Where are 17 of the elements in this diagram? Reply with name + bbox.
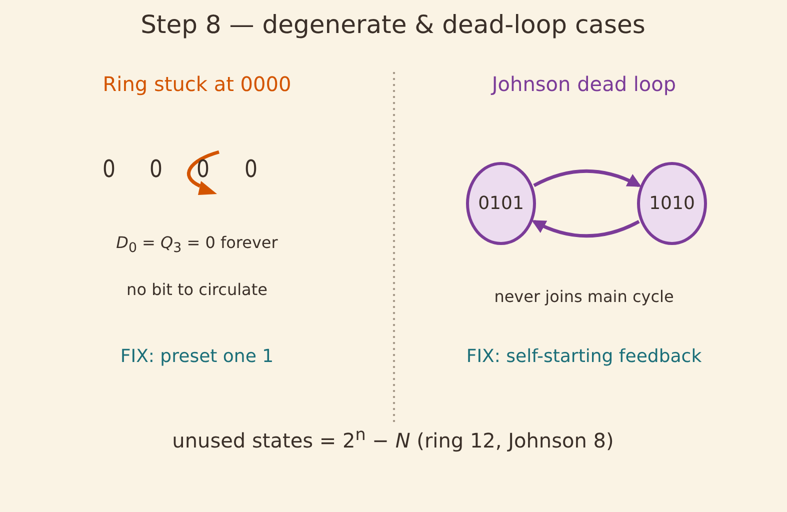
- section-heading: Johnson dead loop: [492, 72, 676, 96]
- equation-text: D$_{0}$ = Q$_{3}$ = 0 forever: [116, 233, 278, 256]
- bit-digit: 0: [102, 155, 116, 183]
- title: Step 8 — degenerate & dead-loop cases: [140, 10, 646, 39]
- arrow: [533, 169, 642, 188]
- fix-text: FIX: self-starting feedback: [466, 346, 702, 367]
- arrow: [532, 220, 640, 238]
- fix-text: FIX: preset one 1: [120, 346, 274, 367]
- state-ellipse: 1010: [637, 162, 707, 245]
- note-text: no bit to circulate: [126, 280, 268, 299]
- formula-text: unused states = 2$^{n}$ − N (ring 12, Johnson 8): [172, 425, 614, 453]
- bit-digit: 0: [150, 155, 162, 183]
- bit-digit: 0: [196, 155, 210, 183]
- note-text: never joins main cycle: [494, 287, 674, 306]
- section-heading: Ring stuck at 0000: [102, 72, 292, 96]
- state-ellipse: 0101: [466, 162, 536, 245]
- bit-digit: 0: [244, 155, 258, 183]
